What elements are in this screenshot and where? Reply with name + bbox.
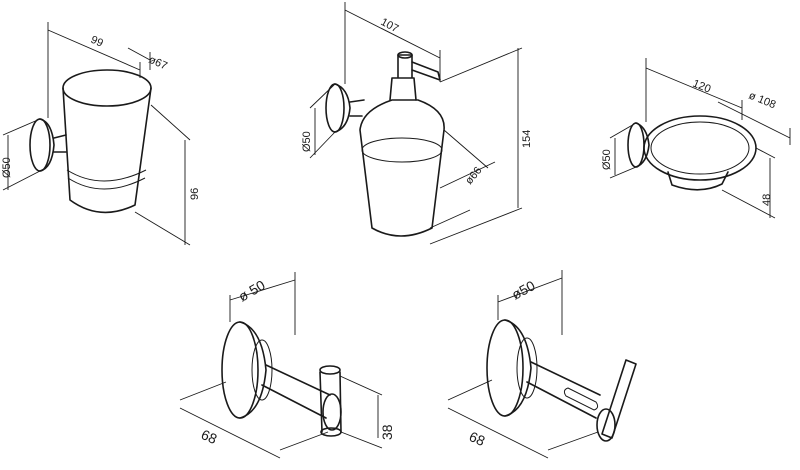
double-hook-angled-post: [601, 359, 637, 439]
dispenser-arm: [349, 99, 365, 117]
dish-dim-120-line: [645, 58, 743, 122]
dish-mount-disc: [627, 122, 645, 168]
single-hook-post-top: [319, 365, 341, 375]
dispenser-mount-rim: [334, 83, 351, 133]
single-hook-post: [319, 371, 342, 433]
dish-dim-50-line: [609, 122, 637, 179]
double-hook-arm-slot: [563, 387, 599, 411]
tumbler-dim-96-line: [134, 104, 191, 246]
tumbler-cup-ring: [66, 169, 147, 182]
double-hook-arm: [526, 361, 601, 419]
tumbler-holder-drawing: 99 ø67 Ø50 96: [1, 22, 201, 246]
soap-dish-drawing: 120 ø 108 48 Ø50: [601, 58, 791, 219]
dispenser-pump-cap: [397, 51, 413, 59]
dish-dim-48-line: [721, 147, 776, 219]
double-hook-dim-mount-diameter: ø50: [509, 277, 538, 303]
double-hook-mount-disc: [486, 319, 524, 417]
single-hook-dim-height: 38: [379, 424, 395, 440]
tumbler-cup-rim: [62, 69, 152, 107]
dish-dim-dish-diameter: ø 108: [747, 90, 778, 112]
double-hook-mount-inner: [516, 337, 538, 399]
dispenser-dim-mount-diameter: Ø50: [301, 131, 313, 152]
tumbler-cup-ring-2: [67, 177, 146, 190]
double-hook-arm-end: [596, 408, 616, 442]
tumbler-dim-67-line: [127, 47, 151, 70]
dish-dim-mount-diameter: Ø50: [601, 149, 613, 170]
single-hook-dim-38-line: [339, 375, 383, 449]
single-hook-dim-mount-diameter: ø 50: [236, 277, 268, 305]
dish-dim-depth: 120: [691, 78, 713, 96]
dish-outer-rim: [643, 115, 757, 181]
dispenser-dim-66-line: [429, 129, 496, 229]
single-hook-mount-disc: [221, 321, 259, 419]
dispenser-nozzle: [411, 61, 441, 81]
double-hook-dim-depth: 68: [467, 428, 488, 449]
dish-dim-108-line: [717, 101, 791, 145]
dispenser-mount-disc: [325, 83, 345, 133]
single-hook-arm-end: [322, 393, 342, 431]
dispenser-dim-depth: 107: [379, 16, 401, 35]
tumbler-mount-rim: [39, 118, 55, 172]
tumbler-dim-mount-diameter: Ø50: [1, 157, 13, 178]
dish-base: [667, 171, 729, 191]
dispenser-dim-50-line: [309, 83, 336, 159]
single-hook-mount-inner: [251, 339, 273, 401]
tumbler-dim-50-line: [2, 118, 41, 191]
soap-dispenser-drawing: 107 154 ø66 Ø50: [301, 2, 533, 245]
dish-dim-height: 48: [761, 194, 773, 206]
single-hook-dim-50-line: [229, 272, 296, 335]
single-hook-drawing: ø 50 68 38: [179, 272, 395, 459]
tumbler-mount-disc: [29, 118, 51, 172]
dispenser-dim-107-line: [344, 2, 441, 84]
double-hook-dim-50-line: [497, 270, 563, 335]
single-hook-arm: [261, 364, 331, 419]
double-hook-mount-rim: [504, 319, 532, 417]
double-hook-drawing: ø50 68: [447, 270, 637, 459]
single-hook-dim-depth: 68: [199, 426, 220, 447]
dispenser-bottle-shoulder: [361, 137, 443, 163]
tumbler-arm: [53, 134, 67, 153]
tumbler-dim-depth: 99: [89, 34, 105, 50]
dispenser-bottle: [359, 99, 445, 237]
dish-mount-rim: [635, 122, 650, 168]
tumbler-dim-99-line: [47, 22, 141, 118]
dispenser-pump: [389, 54, 417, 101]
tumbler-cup-body: [62, 87, 152, 214]
single-hook-mount-rim: [239, 321, 267, 419]
double-hook-dim-68-line: [447, 379, 599, 459]
dispenser-dim-height: 154: [521, 130, 533, 148]
dish-inner-rim: [650, 121, 750, 175]
dispenser-dim-154-line: [429, 47, 523, 245]
single-hook-dim-68-line: [179, 381, 329, 459]
tumbler-dim-height: 96: [189, 188, 201, 200]
